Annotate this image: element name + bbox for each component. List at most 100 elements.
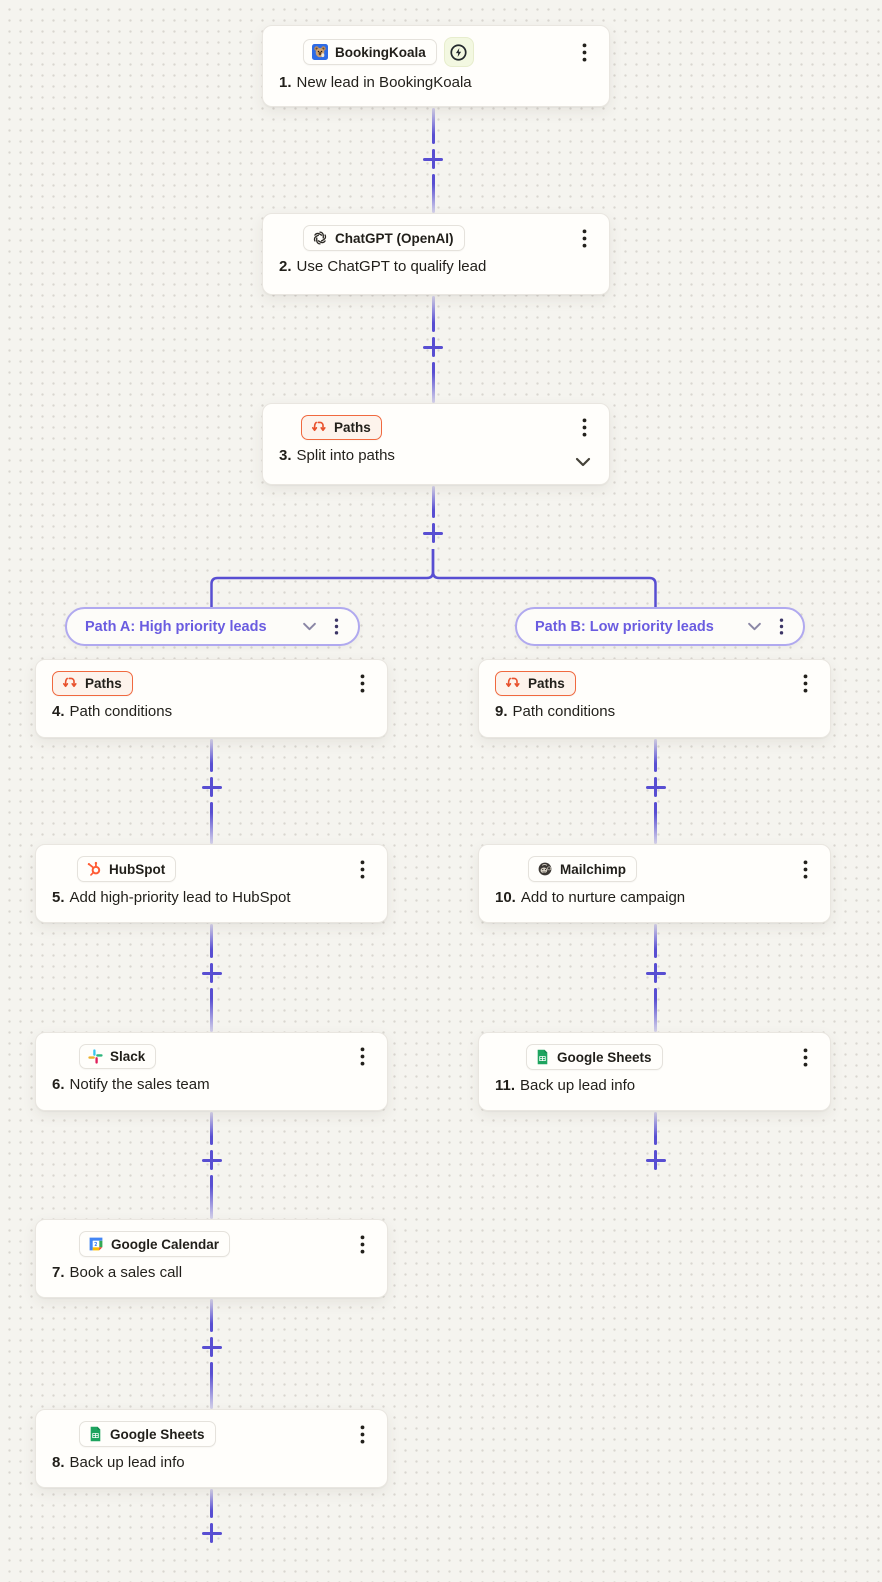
kebab-icon	[803, 1048, 807, 1066]
step-card-10[interactable]: Mailchimp 10.Add to nurture campaign	[478, 844, 831, 923]
add-step-button[interactable]	[643, 1147, 669, 1173]
hubspot-icon	[87, 861, 101, 876]
step-title-text: Book a sales call	[69, 1264, 183, 1281]
kebab-icon	[779, 618, 783, 635]
chevron-down-icon[interactable]	[747, 622, 762, 631]
step-card-9[interactable]: Paths 9.Path conditions	[478, 659, 831, 738]
connector-line	[431, 296, 435, 332]
paths-icon	[505, 677, 520, 687]
step-menu-button[interactable]	[573, 416, 595, 440]
kebab-icon	[803, 674, 807, 693]
step-number: 11.	[495, 1077, 516, 1094]
step-menu-button[interactable]	[794, 857, 816, 881]
step-card-8[interactable]: Google Sheets 8.Back up lead info	[35, 1409, 388, 1488]
kebab-icon	[360, 860, 364, 878]
add-step-button[interactable]	[643, 960, 669, 986]
app-badge: Slack	[79, 1044, 157, 1069]
step-title: 10.Add to nurture campaign	[479, 888, 830, 907]
connector-line	[210, 802, 213, 844]
path-menu-button[interactable]	[772, 615, 790, 639]
step-title: 7.Book a sales call	[36, 1263, 387, 1282]
step-menu-button[interactable]	[351, 857, 373, 881]
step-card-7[interactable]: Google Calendar 7.Book a sales call	[35, 1219, 388, 1298]
step-title: 6.Notify the sales team	[36, 1075, 387, 1094]
chevron-down-icon[interactable]	[302, 622, 317, 631]
app-badge: BookingKoala	[303, 39, 437, 65]
paths-icon	[62, 677, 77, 687]
app-badge-label: Google Sheets	[110, 1426, 205, 1442]
step-menu-button[interactable]	[351, 1422, 373, 1446]
step-title-text: Split into paths	[296, 447, 395, 464]
chatgpt-icon	[313, 231, 327, 245]
app-badge-paths: Paths	[52, 671, 133, 696]
step-number: 4.	[52, 703, 65, 720]
kebab-icon	[360, 1235, 364, 1253]
path-b-pill[interactable]: Path B: Low priority leads	[515, 607, 805, 646]
add-step-button[interactable]	[199, 774, 225, 800]
step-card-3[interactable]: Paths 3.Split into paths	[262, 403, 610, 485]
app-badge-label: Slack	[110, 1049, 146, 1064]
kebab-icon	[360, 1047, 364, 1066]
step-card-6[interactable]: Slack 6.Notify the sales team	[35, 1032, 388, 1111]
step-card-11[interactable]: Google Sheets 11.Back up lead info	[478, 1032, 831, 1111]
add-step-button[interactable]	[643, 774, 669, 800]
step-title-text: New lead in BookingKoala	[296, 74, 472, 91]
connector-line	[210, 1362, 213, 1409]
connector-line	[210, 1112, 213, 1145]
step-card-1[interactable]: BookingKoala 1.New lead in BookingKoala	[262, 25, 610, 107]
app-badge-label: HubSpot	[109, 861, 166, 877]
step-number: 6.	[52, 1076, 65, 1093]
path-a-pill[interactable]: Path A: High priority leads	[65, 607, 360, 646]
step-number: 2.	[279, 258, 292, 275]
step-menu-button[interactable]	[573, 226, 595, 250]
google-calendar-icon	[89, 1237, 103, 1251]
app-badge-label: Google Sheets	[557, 1049, 652, 1065]
step-menu-button[interactable]	[351, 672, 373, 696]
collapse-paths-chevron-icon[interactable]	[575, 454, 591, 472]
step-menu-button[interactable]	[573, 40, 595, 64]
app-badge: ChatGPT (OpenAI)	[303, 225, 465, 251]
connector-line	[210, 1175, 213, 1219]
step-number: 7.	[52, 1264, 65, 1281]
add-step-button[interactable]	[199, 1147, 225, 1173]
add-step-button[interactable]	[199, 1520, 225, 1546]
kebab-icon	[334, 618, 338, 635]
step-card-2[interactable]: ChatGPT (OpenAI) 2.Use ChatGPT to qualif…	[262, 213, 610, 295]
add-step-button[interactable]	[199, 960, 225, 986]
step-title: 4.Path conditions	[36, 702, 387, 721]
bookingkoala-icon	[312, 44, 328, 60]
app-badge: HubSpot	[77, 856, 177, 882]
step-number: 9.	[495, 703, 508, 720]
add-step-button[interactable]	[199, 1334, 225, 1360]
step-menu-button[interactable]	[794, 1045, 816, 1069]
step-title: 3.Split into paths	[263, 446, 609, 465]
plus-icon	[210, 1150, 213, 1170]
mailchimp-icon	[538, 862, 552, 876]
step-menu-button[interactable]	[351, 1232, 373, 1256]
step-title-text: Add high-priority lead to HubSpot	[69, 889, 291, 906]
kebab-icon	[360, 1425, 364, 1443]
connector-line	[654, 739, 657, 772]
connector-line	[431, 108, 435, 144]
connector-line	[210, 1489, 213, 1518]
connector-line	[210, 988, 213, 1032]
step-number: 8.	[52, 1454, 65, 1471]
step-menu-button[interactable]	[351, 1045, 373, 1069]
plus-icon	[654, 1150, 657, 1170]
add-step-button[interactable]	[420, 520, 446, 546]
step-title: 2.Use ChatGPT to qualify lead	[263, 257, 609, 276]
add-step-button[interactable]	[420, 334, 446, 360]
connector-line	[210, 1299, 213, 1332]
connector-line	[431, 174, 435, 213]
connector-line	[654, 924, 657, 958]
connector-line	[654, 1112, 657, 1145]
step-card-4[interactable]: Paths 4.Path conditions	[35, 659, 388, 738]
path-menu-button[interactable]	[327, 615, 345, 639]
step-title-text: Back up lead info	[520, 1077, 636, 1094]
step-menu-button[interactable]	[794, 672, 816, 696]
add-step-button[interactable]	[420, 146, 446, 172]
kebab-icon	[582, 229, 586, 247]
app-badge-label: Paths	[85, 676, 122, 691]
step-card-5[interactable]: HubSpot 5.Add high-priority lead to HubS…	[35, 844, 388, 923]
